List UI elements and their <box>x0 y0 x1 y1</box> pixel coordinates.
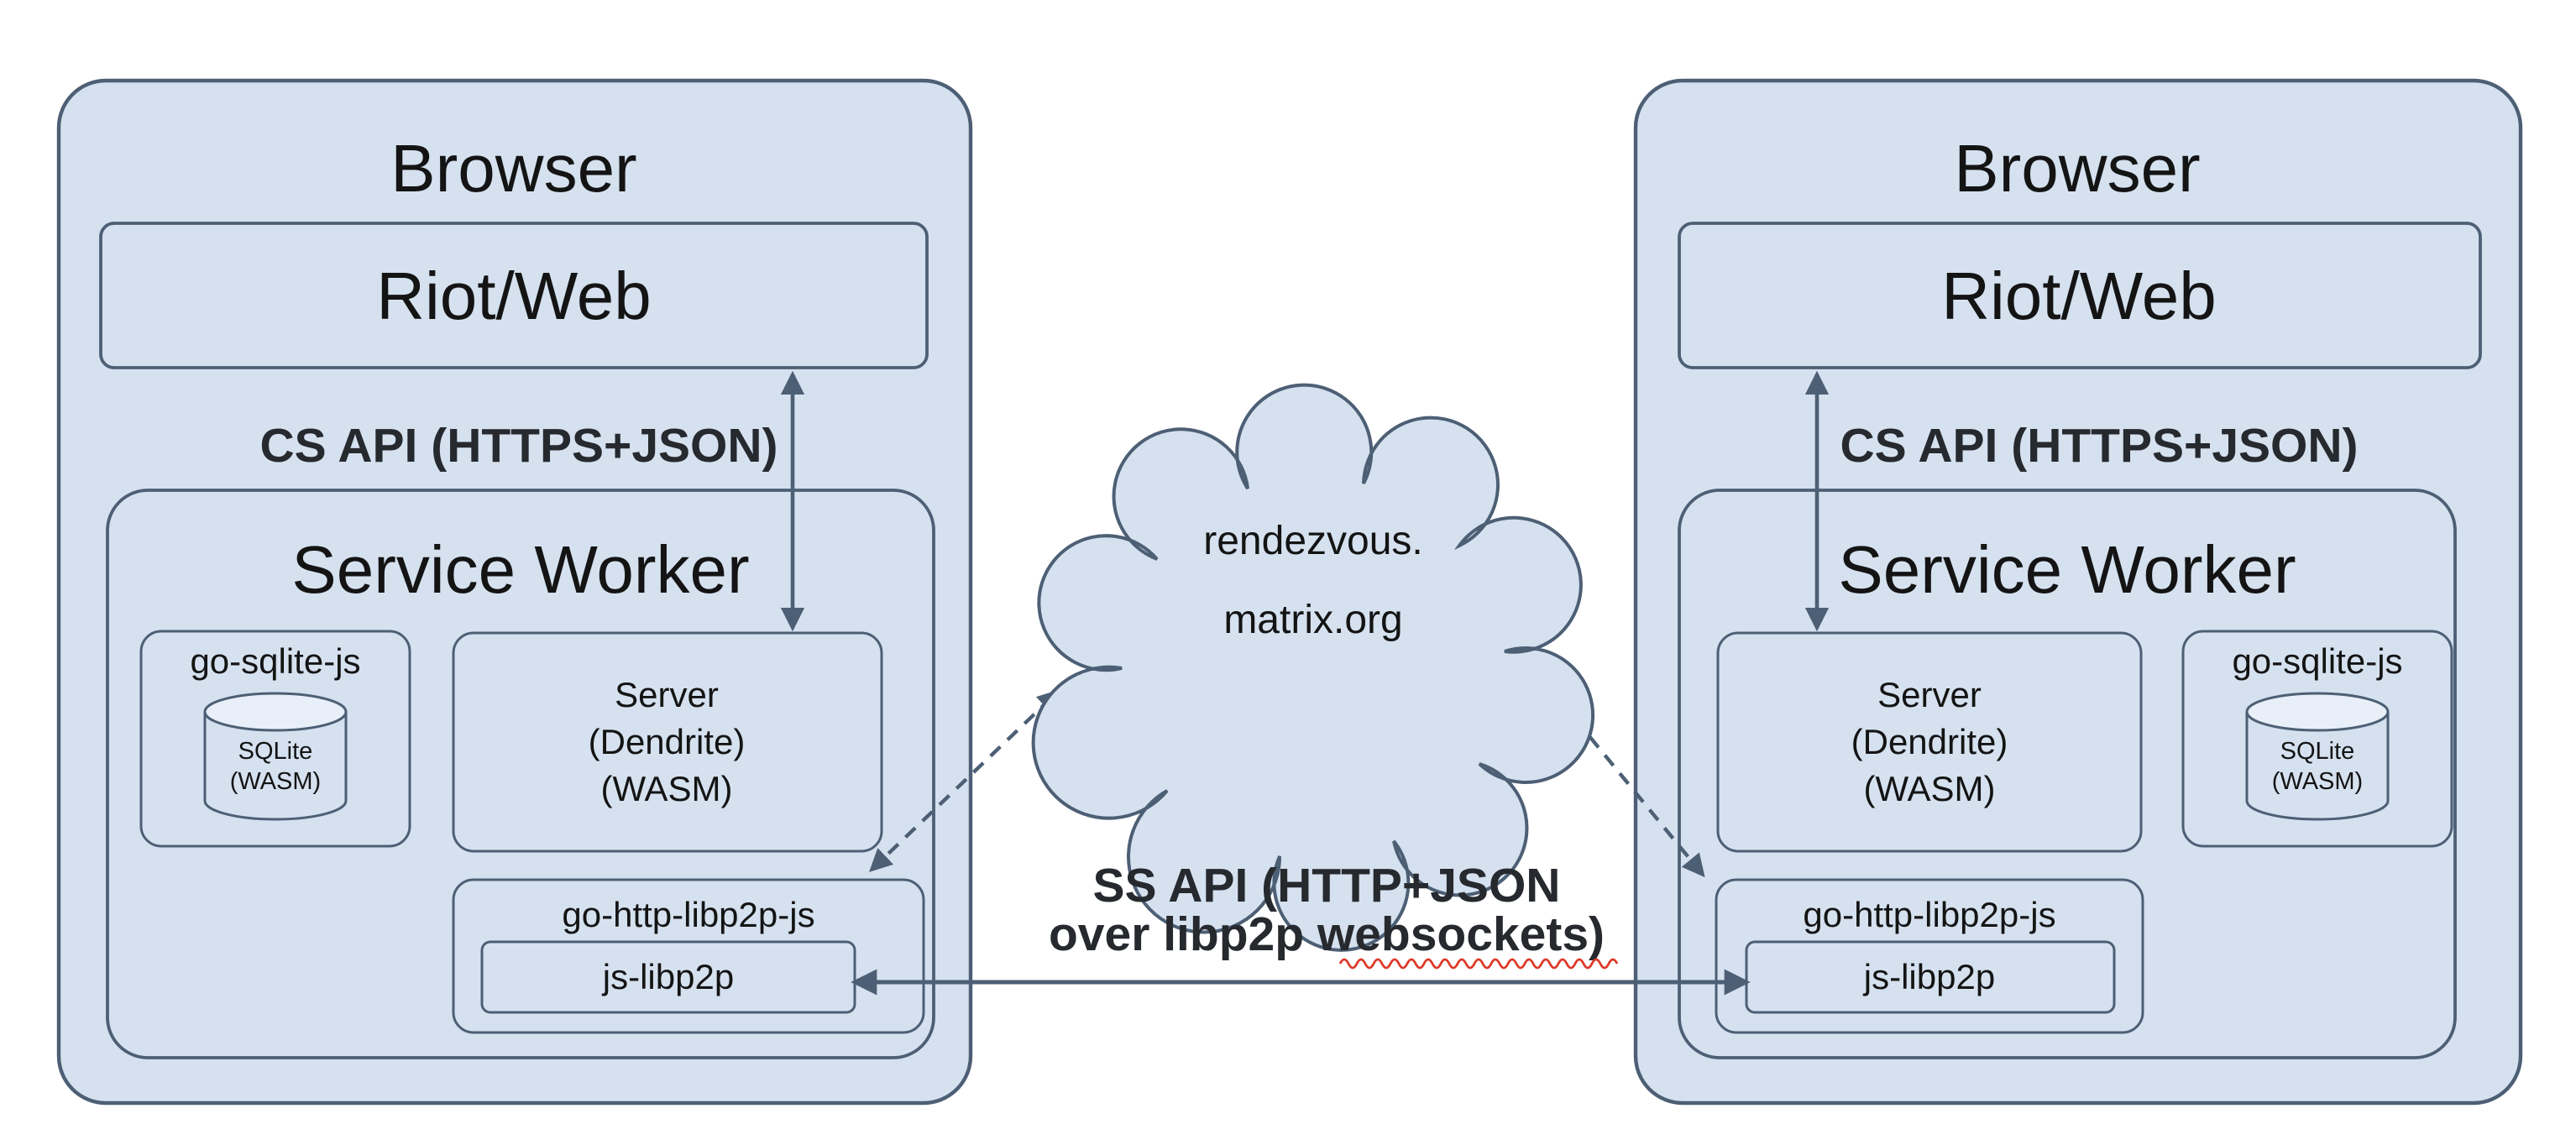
left-riot-web-box <box>99 222 929 369</box>
left-go-sqlite-label: go-sqlite-js <box>190 641 360 681</box>
left-go-http-label: go-http-libp2p-js <box>562 895 814 934</box>
left-cs-api-label: CS API (HTTPS+JSON) <box>259 419 778 473</box>
left-js-libp2p-label: js-libp2p <box>601 957 734 996</box>
right-browser-group: Browser Riot/Web CS API (HTTPS+JSON) Ser… <box>1633 78 2523 1106</box>
right-browser-title: Browser <box>1954 131 2200 206</box>
right-js-libp2p-label: js-libp2p <box>1862 957 1995 996</box>
left-sqlite-line1: SQLite <box>238 738 313 765</box>
right-cs-api-label: CS API (HTTPS+JSON) <box>1840 419 2358 473</box>
ss-api-label-line1: SS API (HTTP+JSON <box>1093 859 1561 912</box>
left-sqlite-line2: (WASM) <box>230 768 321 795</box>
right-sqlite-line2: (WASM) <box>2272 768 2363 795</box>
ss-api-label-line2: over libp2p websockets) <box>1049 907 1605 961</box>
left-server-line2: (Dendrite) <box>589 722 746 761</box>
left-sqlite-cylinder-top <box>203 692 348 732</box>
right-server-box <box>1716 631 2143 853</box>
right-server-line3: (WASM) <box>1863 769 1995 808</box>
right-sqlite-line1: SQLite <box>2280 738 2355 765</box>
cloud-shape <box>1031 383 1595 952</box>
right-riot-web-box <box>1678 222 2482 369</box>
right-riot-web-label: Riot/Web <box>1941 259 2217 333</box>
left-service-worker-title: Service Worker <box>291 532 749 607</box>
left-browser-title: Browser <box>390 131 636 206</box>
right-sqlite-cylinder-top <box>2245 692 2390 732</box>
spellcheck-squiggle <box>1338 958 1619 970</box>
rendezvous-cloud-group: rendezvous. matrix.org <box>1031 383 1595 952</box>
cloud-label-line2: matrix.org <box>1223 598 1402 642</box>
right-service-worker-title: Service Worker <box>1838 532 2296 607</box>
cloud-label-line1: rendezvous. <box>1203 519 1423 563</box>
right-go-http-label: go-http-libp2p-js <box>1803 895 2055 934</box>
right-sqlite-cylinder-body <box>2245 712 2390 821</box>
left-server-line3: (WASM) <box>600 769 732 808</box>
right-server-line2: (Dendrite) <box>1851 722 2008 761</box>
left-rendezvous-dashed-arrow <box>869 689 1060 872</box>
left-browser-group: Browser Riot/Web CS API (HTTPS+JSON) Ser… <box>56 78 973 1106</box>
right-go-sqlite-label: go-sqlite-js <box>2232 641 2402 681</box>
left-sqlite-cylinder-body <box>203 712 348 821</box>
left-riot-web-label: Riot/Web <box>376 259 652 333</box>
right-server-line1: Server <box>1877 675 1982 714</box>
left-server-line1: Server <box>615 675 719 714</box>
